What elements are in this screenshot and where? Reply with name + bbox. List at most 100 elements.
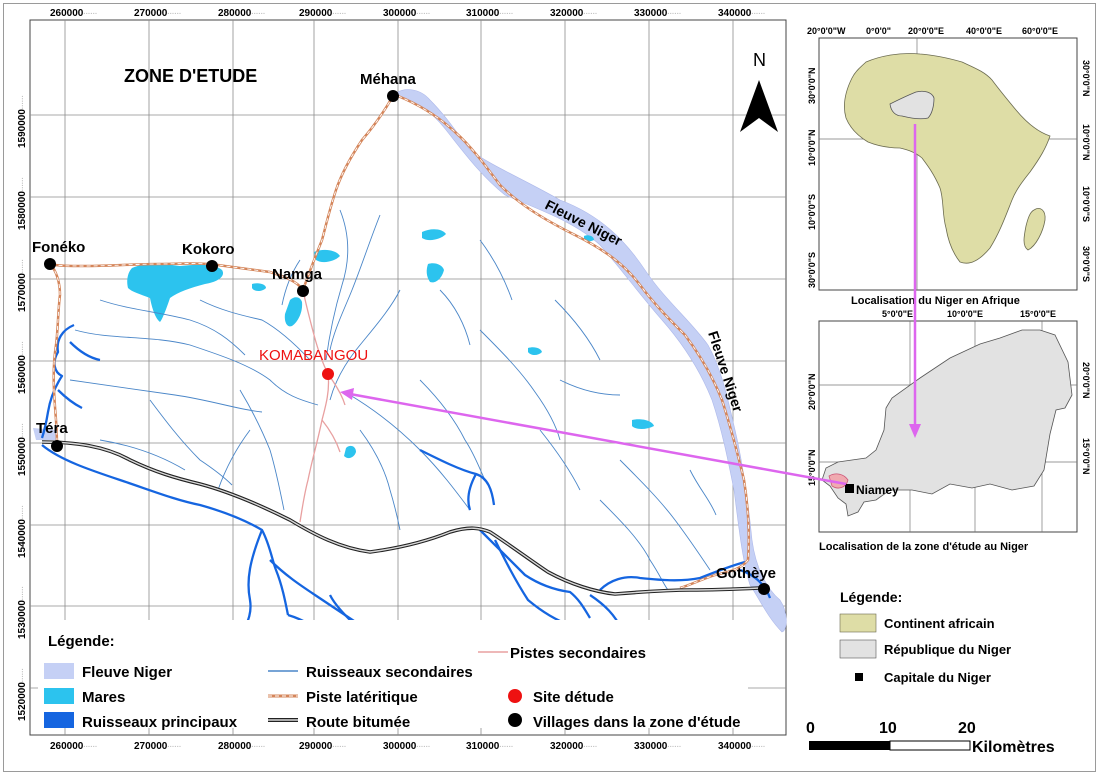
x-tick-label: 300000 bbox=[383, 741, 417, 752]
x-tick-label: 320000 bbox=[550, 8, 584, 19]
legend-marker-villages bbox=[508, 713, 522, 727]
niger-inset-caption: Localisation de la zone d'étude au Niger bbox=[819, 541, 1029, 553]
mare-1 bbox=[252, 283, 266, 291]
svg-text:280000······: 280000······ bbox=[218, 741, 265, 752]
legend-marker-capitale bbox=[855, 673, 863, 681]
svg-text:290000······: 290000······ bbox=[299, 741, 346, 752]
scale-bar-segment-2 bbox=[889, 740, 971, 751]
y-tick-label: 1520000 bbox=[17, 682, 28, 721]
y-tick-label: 1560000 bbox=[17, 355, 28, 394]
mare-8 bbox=[344, 445, 356, 459]
legend-marker-site-etude bbox=[508, 689, 522, 703]
legend-swatch-republique-du-niger bbox=[839, 639, 877, 659]
village-gotheye-marker bbox=[758, 583, 770, 595]
legend-item-route-bitumee: Route bitumée bbox=[306, 714, 410, 731]
scale-bar: 0 10 20 Kilomètres bbox=[806, 720, 1055, 756]
north-arrow-icon bbox=[740, 80, 778, 132]
svg-text:260000······: 260000······ bbox=[50, 741, 97, 752]
main-map-title: ZONE D'ETUDE bbox=[124, 66, 257, 86]
svg-text:270000······: 270000······ bbox=[134, 741, 181, 752]
svg-text:300000······: 300000······ bbox=[383, 741, 430, 752]
main-map-border bbox=[29, 19, 787, 736]
africa-lat-tick-label: 30°0'0"N bbox=[1081, 60, 1091, 97]
y-tick-label: 1590000 bbox=[17, 109, 28, 148]
scale-bar-segment-1 bbox=[809, 741, 890, 750]
inset-legend: Légende: Continent africain République d… bbox=[839, 589, 1011, 685]
svg-text:320000······: 320000······ bbox=[550, 741, 597, 752]
africa-inset: 20°0'0"W 0°0'0" 20°0'0"E 40°0'0"E 60°0'0… bbox=[807, 26, 1091, 307]
x-tick-label: 260000 bbox=[50, 741, 84, 752]
x-axis-ticks-bottom: 260000······ 270000······ 280000······ 2… bbox=[50, 741, 765, 752]
africa-tick-label: 60°0'0"E bbox=[1022, 26, 1058, 36]
scale-unit-label: Kilomètres bbox=[972, 739, 1055, 756]
arrow-africa-to-niger-head bbox=[909, 424, 921, 438]
village-tera-marker bbox=[51, 440, 63, 452]
niger-tick-label: 15°0'0"E bbox=[1020, 309, 1056, 319]
north-arrow-label: N bbox=[753, 50, 766, 70]
locator-arrows bbox=[340, 124, 921, 486]
x-tick-label: 330000 bbox=[634, 741, 668, 752]
svg-text:1550000······: 1550000······ bbox=[17, 423, 28, 476]
niger-tick-label: 10°0'0"E bbox=[947, 309, 983, 319]
niger-lat-tick-label: 15°0'0"N bbox=[807, 449, 817, 486]
study-site-marker bbox=[322, 368, 334, 380]
secondary-streams-layer bbox=[69, 209, 717, 591]
study-site-label: KOMABANGOU bbox=[259, 347, 368, 364]
niger-lat-tick-label: 20°0'0"N bbox=[807, 373, 817, 410]
village-foneko-marker bbox=[44, 258, 56, 270]
svg-text:300000······: 300000······ bbox=[383, 8, 430, 19]
x-tick-label: 340000 bbox=[718, 741, 752, 752]
village-label-kokoro: Kokoro bbox=[182, 241, 235, 258]
mare-3 bbox=[422, 229, 446, 241]
y-axis-ticks: 1590000······ 1580000······ 1570000·····… bbox=[17, 95, 28, 721]
svg-text:1590000······: 1590000······ bbox=[17, 95, 28, 148]
y-tick-label: 1530000 bbox=[17, 600, 28, 639]
x-tick-label: 290000 bbox=[299, 8, 333, 19]
niger-lat-tick-label: 15°0'0"N bbox=[1081, 438, 1091, 475]
africa-lat-tick-label: 10°0'0"S bbox=[1081, 186, 1091, 222]
mare-namga bbox=[284, 297, 303, 327]
mare-5 bbox=[528, 347, 542, 355]
svg-text:280000······: 280000······ bbox=[218, 8, 265, 19]
legend-item-capitale-du-niger: Capitale du Niger bbox=[884, 670, 991, 685]
x-axis-ticks-top: 260000······ 270000······ 280000······ 2… bbox=[50, 8, 765, 19]
niger-river-west-tip bbox=[33, 428, 58, 440]
legend-item-ruisseaux-principaux: Ruisseaux principaux bbox=[82, 714, 238, 731]
village-namga-marker bbox=[297, 285, 309, 297]
village-label-gotheye: Gothèye bbox=[716, 565, 776, 582]
y-tick-label: 1580000 bbox=[17, 191, 28, 230]
mare-4 bbox=[426, 263, 444, 283]
village-label-tera: Téra bbox=[36, 420, 68, 437]
niger-country bbox=[821, 329, 1073, 517]
mare-2 bbox=[314, 249, 340, 263]
legend-item-site-etude: Site détude bbox=[533, 689, 614, 706]
africa-tick-label: 40°0'0"E bbox=[966, 26, 1002, 36]
africa-lat-tick-label: 30°0'0"S bbox=[1081, 246, 1091, 282]
svg-text:340000······: 340000······ bbox=[718, 741, 765, 752]
legend-item-continent-africain: Continent africain bbox=[884, 616, 995, 631]
x-tick-label: 300000 bbox=[383, 8, 417, 19]
paved-road-layer bbox=[41, 440, 761, 596]
mares-layer bbox=[127, 229, 654, 459]
main-map: ZONE D'ETUDE Méhana Fonéko Kokoro Namga … bbox=[17, 8, 787, 752]
svg-text:310000······: 310000······ bbox=[466, 8, 513, 19]
svg-text:1570000······: 1570000······ bbox=[17, 259, 28, 312]
x-tick-label: 280000 bbox=[218, 741, 252, 752]
svg-text:310000······: 310000······ bbox=[466, 741, 513, 752]
x-tick-label: 290000 bbox=[299, 741, 333, 752]
village-kokoro-marker bbox=[206, 260, 218, 272]
legend-item-ruisseaux-secondaires: Ruisseaux secondaires bbox=[306, 664, 473, 681]
capital-niamey-label: Niamey bbox=[856, 483, 899, 497]
africa-lat-tick-label: 30°0'0"N bbox=[807, 67, 817, 104]
north-arrow: N bbox=[740, 50, 778, 132]
scale-label-0: 0 bbox=[806, 720, 815, 737]
svg-text:330000······: 330000······ bbox=[634, 8, 681, 19]
africa-lat-tick-label: 10°0'0"N bbox=[807, 129, 817, 166]
africa-tick-label: 20°0'0"E bbox=[908, 26, 944, 36]
niger-in-africa bbox=[889, 90, 935, 120]
main-legend-title: Légende: bbox=[48, 633, 115, 650]
africa-lat-tick-label: 30°0'0"S bbox=[807, 252, 817, 288]
arrow-niger-to-site bbox=[349, 392, 847, 486]
madagascar bbox=[1023, 208, 1046, 251]
